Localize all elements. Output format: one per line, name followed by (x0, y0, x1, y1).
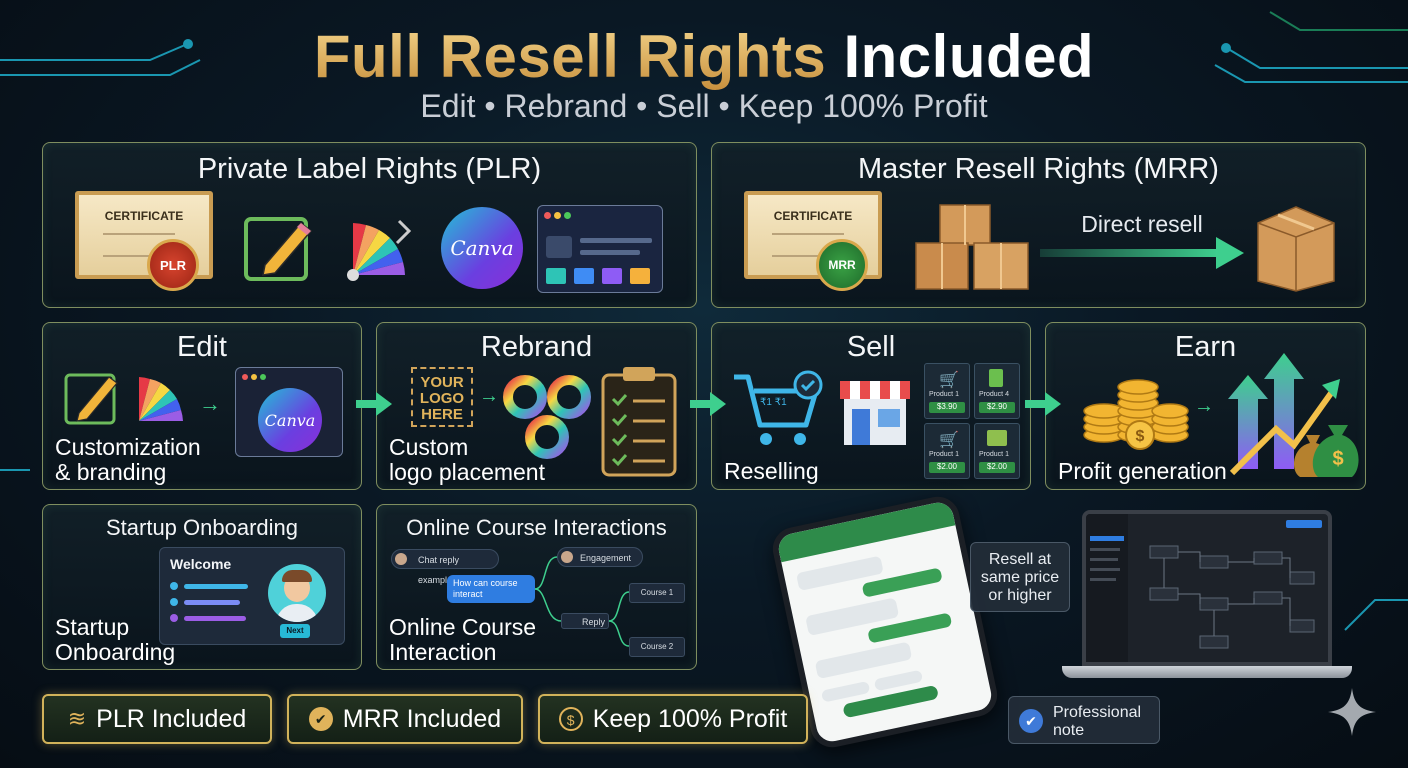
money-hand-icon: $ (558, 707, 583, 731)
canva-logo: Canva (258, 388, 322, 452)
title-gold-part: Full Resell Rights (313, 23, 827, 90)
mrr-seal-icon: MRR (816, 239, 868, 291)
product-card[interactable]: Product 4 $2.90 (974, 363, 1020, 419)
mrr-seal-label: MRR (828, 258, 856, 272)
user-avatar-icon (561, 551, 573, 563)
page-title: Full Resell Rights Included (0, 22, 1408, 91)
laptop-mockup (1082, 510, 1332, 666)
rebrand-arrow-icon: → (479, 385, 499, 407)
checklist-clipboard-icon (601, 367, 677, 477)
cart-icon: 🛒 (939, 372, 959, 389)
svg-text:$: $ (1136, 428, 1145, 445)
sell-panel: Sell ₹1 ₹1 🛒 Product 1 $3.90 Product 4 $… (711, 322, 1031, 490)
rebrand-panel: Rebrand YOUR LOGO HERE → Custom logo pla… (376, 322, 697, 490)
growth-arrows-icon (1228, 353, 1340, 476)
earn-caption: Profit generation (1058, 458, 1227, 484)
browser-window-icon (537, 205, 663, 293)
startup-onboarding-panel: Startup Onboarding Welcome Next Startup … (42, 504, 362, 670)
layers-icon: ≋ (67, 706, 87, 731)
welcome-heading: Welcome (170, 556, 232, 572)
professional-note: ✔ Professional note (1008, 696, 1160, 744)
edit-pencil-icon (64, 373, 118, 425)
mrr-included-badge: ✔ MRR Included (287, 694, 523, 744)
verified-badge-icon: ✔ (1019, 709, 1043, 733)
verified-check-icon: ✔ (308, 707, 333, 731)
course-title: Online Course Interactions (406, 515, 667, 540)
plr-title: Private Label Rights (PLR) (197, 153, 542, 185)
title-white-part: Included (843, 23, 1095, 90)
engagement-node: Engagement (557, 547, 643, 567)
product-grid: 🛒 Product 1 $3.90 Product 4 $2.90 🛒 Prod… (924, 363, 1020, 479)
cart-icon: 🛒 (939, 432, 959, 449)
svg-text:$: $ (1332, 448, 1343, 470)
sparkle-icon (1328, 688, 1376, 736)
color-palette-icon (347, 219, 412, 281)
color-rings-icon (503, 375, 591, 459)
canva-logo: Canva (441, 207, 523, 289)
plr-certificate-label: CERTIFICATE (104, 209, 184, 223)
sell-title: Sell (846, 331, 896, 363)
canva-editor-window: Canva (235, 367, 343, 457)
course-caption: Online Course Interaction (389, 614, 537, 665)
color-palette-icon (139, 377, 183, 421)
edit-title: Edit (177, 331, 227, 363)
storefront-icon (840, 381, 910, 445)
resell-price-note: Resell at same price or higher (970, 542, 1070, 612)
direct-resell-arrow (1040, 237, 1244, 269)
gold-coins-icon: $ (1083, 379, 1189, 450)
page-subtitle: Edit • Rebrand • Sell • Keep 100% Profit (420, 88, 988, 124)
earn-panel: Earn $ → $ Profit generation (1045, 322, 1366, 490)
edit-pencil-icon (244, 217, 313, 281)
product-box-icon (987, 430, 1007, 446)
keep-profit-badge: $ Keep 100% Profit (538, 694, 808, 744)
plr-panel: Private Label Rights (PLR) CERTIFICATE P… (42, 142, 697, 308)
canva-logo-label: Canva (264, 410, 316, 430)
mrr-title: Master Resell Rights (MRR) (858, 153, 1219, 185)
product-card[interactable]: 🛒 Product 1 $2.00 (924, 423, 970, 479)
product-boxes-icon (915, 204, 1029, 290)
earn-arrow-icon: → (1194, 395, 1214, 417)
avatar (268, 564, 326, 622)
logo-placeholder-icon: YOUR LOGO HERE (411, 367, 473, 427)
mrr-certificate-label: CERTIFICATE (773, 209, 853, 223)
product-card[interactable]: 🛒 Product 1 $3.90 (924, 363, 970, 419)
chat-examples-node: Chat reply examples (391, 549, 499, 585)
canva-logo-label: Canva (450, 236, 514, 260)
onboarding-caption: Startup Onboarding (55, 614, 176, 665)
user-avatar-icon (395, 553, 407, 565)
cart-number-label: ₹1 ₹1 (760, 397, 787, 408)
flow-connectors (534, 556, 630, 647)
onboarding-card: Welcome Next (159, 547, 345, 645)
earn-title: Earn (1174, 331, 1237, 363)
product-card[interactable]: Product 1 $2.00 (974, 423, 1020, 479)
workflow-diagram (1149, 545, 1315, 649)
edit-caption: Customization & branding (55, 434, 201, 485)
shopping-cart-icon (734, 370, 823, 445)
rebrand-caption: Custom logo placement (389, 434, 545, 485)
onboarding-title: Startup Onboarding (105, 515, 299, 540)
next-button[interactable]: Next (280, 624, 310, 638)
edit-panel: Edit → Canva Customization & branding (42, 322, 362, 490)
direct-resell-label: Direct resell (1081, 211, 1203, 237)
product-bottle-icon (989, 369, 1003, 387)
single-box-icon (1257, 206, 1335, 292)
edit-arrow-icon: → (199, 391, 221, 416)
question-bubble: How can course interact (447, 575, 535, 603)
laptop-base (1062, 666, 1352, 678)
sell-caption: Reselling (724, 458, 819, 484)
rebrand-title: Rebrand (480, 331, 593, 363)
plr-certificate-icon: CERTIFICATE (75, 191, 213, 279)
course2-node: Course 2 (629, 637, 685, 657)
plr-seal-icon: PLR (147, 239, 199, 291)
mrr-panel: Master Resell Rights (MRR) CERTIFICATE M… (711, 142, 1366, 308)
online-course-panel: Online Course Interactions Chat reply ex… (376, 504, 697, 670)
money-bags-icon: $ (1294, 425, 1359, 477)
reply-node: Reply (561, 613, 609, 629)
plr-included-badge: ≋ PLR Included (42, 694, 272, 744)
course1-node: Course 1 (629, 583, 685, 603)
plr-seal-label: PLR (160, 257, 186, 273)
mrr-certificate-icon: CERTIFICATE (744, 191, 882, 279)
